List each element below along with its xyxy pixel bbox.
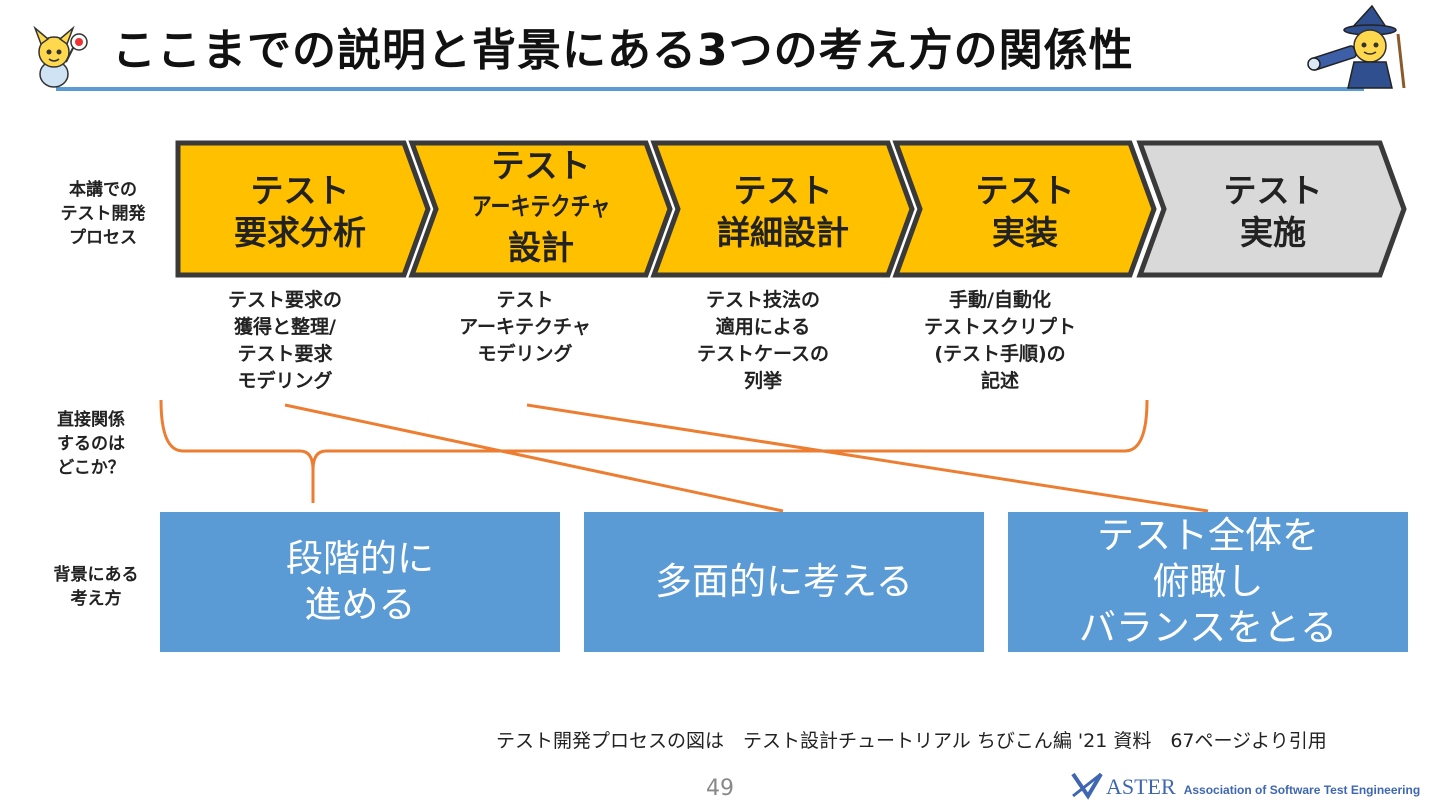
citation-footnote: テスト開発プロセスの図は テスト設計チュートリアル ちびこん編 '21 資料 6… [496, 730, 1327, 752]
idea-label: 段階的に 進める [286, 537, 434, 626]
process-step-implementation: テスト 実装 [922, 170, 1128, 254]
step-line2: 実装 [992, 213, 1058, 252]
mascot-telescope-icon [1307, 4, 1406, 89]
side-label-relation: 直接関係 するのは どこか？ [57, 410, 125, 478]
step-line1: テスト [250, 171, 350, 210]
connector-line [284, 403, 784, 513]
process-step-shape [408, 140, 673, 278]
process-step-shape [1136, 140, 1407, 278]
idea-multifaceted: 多面的に考える [584, 512, 984, 652]
page-number: 49 [706, 776, 734, 801]
step-line2: 実施 [1240, 213, 1306, 252]
step-line1: テスト [733, 171, 833, 210]
description-architecture: テスト アーキテクチャ モデリング [459, 289, 591, 365]
step-line2: アーキテクチャ [471, 192, 611, 221]
aster-tagline: Association of Software Test Engineering [1183, 783, 1421, 797]
process-step-requirements: テスト 要求分析 [200, 170, 400, 254]
description-implementation: 手動/自動化 テストスクリプト (テスト手順)の 記述 [923, 289, 1076, 392]
aster-brand: ASTER [1106, 774, 1176, 799]
process-step-detail-design: テスト 詳細設計 [680, 170, 886, 254]
step-line1: テスト [491, 146, 591, 185]
step-line1: テスト [1223, 171, 1323, 210]
connector-line [526, 403, 1209, 513]
description-requirements: テスト要求の 獲得と整理/ テスト要求 モデリング [227, 289, 342, 392]
side-label-ideas: 背景にある 考え方 [53, 565, 139, 609]
side-label-process: 本講での テスト開発 プロセス [60, 180, 146, 248]
relation-brace [159, 399, 1149, 503]
idea-stepwise: 段階的に 進める [160, 512, 560, 652]
page-title: ここまでの説明と背景にある3つの考え方の関係性 [112, 25, 1134, 76]
step-line1: テスト [975, 171, 1075, 210]
aster-logo: ASTER Association of Software Test Engin… [1070, 770, 1420, 800]
idea-label: テスト全体を 俯瞰し バランスをとる [1078, 514, 1338, 649]
process-step-shape [650, 140, 915, 278]
process-step-architecture: テスト アーキテクチャ 設計 [436, 144, 646, 270]
description-detail-design: テスト技法の 適用による テストケースの 列挙 [696, 289, 830, 392]
idea-overview-balance: テスト全体を 俯瞰し バランスをとる [1008, 512, 1408, 652]
mascot-teacher-icon [33, 25, 88, 88]
step-line2: 要求分析 [234, 213, 366, 252]
title-divider [56, 87, 1364, 91]
process-step-execution: テスト 実施 [1168, 170, 1378, 254]
process-step-shape [175, 140, 431, 278]
step-line2: 詳細設計 [717, 213, 849, 252]
process-flow [159, 140, 1407, 513]
aster-mark-icon [1071, 772, 1103, 800]
step-line3: 設計 [508, 228, 574, 267]
idea-label: 多面的に考える [655, 560, 913, 603]
process-step-shape [892, 140, 1157, 278]
